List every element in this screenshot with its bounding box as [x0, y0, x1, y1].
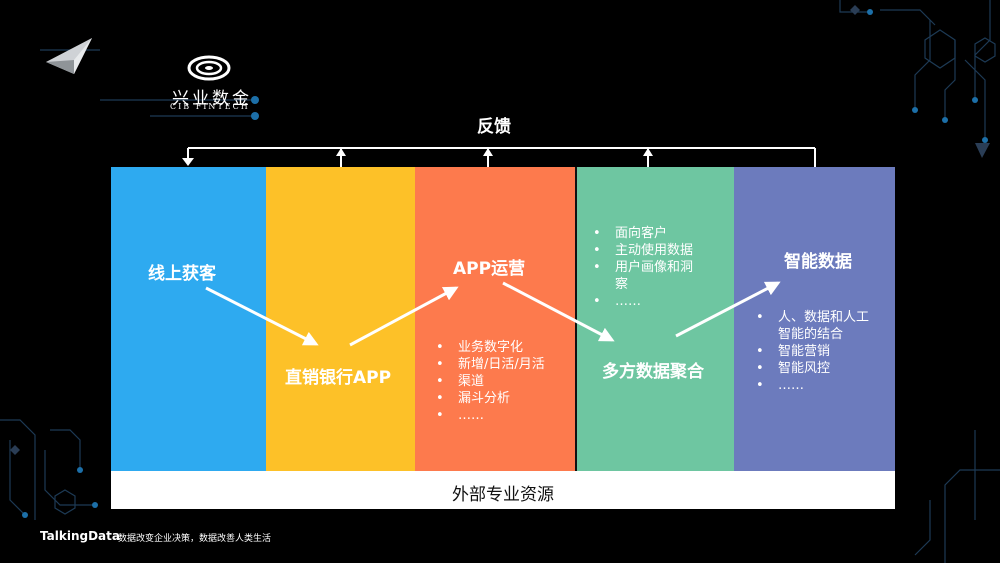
arrow-stage1-to-stage2 — [206, 288, 316, 344]
footer-company-logo: TalkingData — [40, 529, 120, 543]
arrow-stage4-to-stage5 — [676, 283, 778, 336]
arrow-stage3-to-stage4 — [503, 283, 612, 340]
arrow-stage2-to-stage3 — [350, 288, 456, 345]
footer-slogan: 数据改变企业决策，数据改善人类生活 — [118, 531, 271, 544]
